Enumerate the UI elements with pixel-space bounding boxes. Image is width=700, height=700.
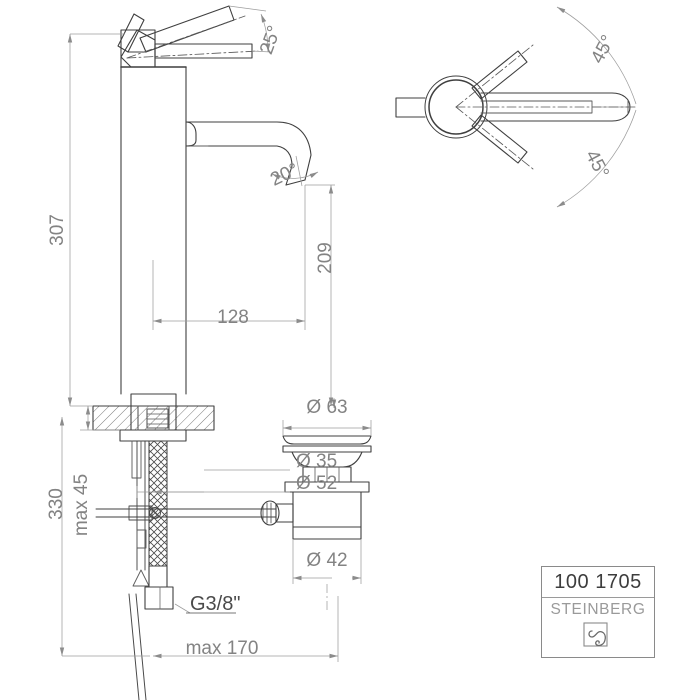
lever-hub-tilted	[117, 13, 145, 53]
spout-outlet-face	[285, 179, 306, 186]
dim-text-g38: G3/8"	[190, 593, 240, 615]
topview-centerlines	[455, 44, 637, 170]
flexible-hose	[148, 440, 168, 567]
faucet-outline-group	[92, 5, 637, 700]
dim-text-307: 307	[47, 214, 68, 246]
pullrod-sleeve	[131, 440, 142, 479]
washer-plate	[119, 429, 187, 442]
dim-text-d63: Ø 63	[306, 397, 347, 418]
shank-inner	[137, 405, 170, 431]
dim-25deg-ext-b	[251, 50, 272, 53]
lever-centerlines	[126, 15, 259, 59]
waste-slots	[314, 466, 340, 483]
spout-inner	[185, 145, 293, 186]
dim-g38-leader	[174, 603, 191, 614]
spout-root-fillet	[185, 121, 197, 147]
waste-base	[292, 526, 362, 540]
lever-cap-angled	[120, 29, 156, 68]
knuckle-ribs	[262, 502, 272, 524]
shank	[130, 405, 177, 431]
brand-name: STEINBERG	[550, 601, 646, 618]
dim-text-128: 128	[217, 307, 249, 328]
clamp-screw-cross	[150, 508, 160, 518]
waste-collar	[284, 481, 370, 493]
countertop-section	[92, 405, 215, 431]
lift-rod-clamp	[128, 505, 153, 521]
knuckle-ball	[260, 500, 280, 526]
dim-text-45deg-upper: 45°	[587, 32, 619, 67]
break-line-right	[135, 593, 147, 700]
waste-barrel	[292, 491, 362, 528]
dim-20deg-arc	[271, 171, 319, 180]
flange-neck	[130, 393, 177, 407]
dim-text-25deg: 25°	[256, 23, 286, 57]
lever-arm-tilted	[139, 5, 235, 53]
topview-spout-stub	[395, 97, 426, 118]
body-column	[120, 66, 187, 395]
pullrod-tip	[132, 569, 150, 587]
dim-45deg-upper-arc	[556, 6, 637, 105]
dimension-group	[59, 5, 637, 662]
topview-body-circle	[428, 79, 484, 135]
dim-text-max170: max 170	[186, 638, 259, 659]
dim-text-max45: max 45	[71, 474, 92, 536]
topview-lever-down45	[471, 114, 528, 164]
hose-ferrule	[148, 565, 168, 588]
dim-45deg-lower-arc	[556, 109, 637, 208]
clamp-screw	[149, 507, 161, 519]
nut-section	[146, 408, 169, 429]
waste-flange	[282, 445, 372, 453]
g38-connector	[144, 586, 174, 610]
article-number: 100 1705	[542, 567, 654, 598]
dim-text-d52: Ø 52	[296, 473, 337, 494]
lever-arm-horizontal	[154, 43, 253, 59]
dim-text-330: 330	[46, 488, 67, 520]
lift-rod	[95, 508, 277, 518]
dim-text-d35: Ø 35	[296, 451, 337, 472]
dim-text-45deg-lower: 45°	[581, 147, 613, 182]
title-block: 100 1705 STEINBERG	[541, 566, 655, 658]
dim-20deg-ext	[295, 155, 303, 187]
dim-text-209: 209	[315, 242, 336, 274]
knuckle-base	[275, 503, 294, 523]
dim-25deg-ext-a	[228, 5, 267, 12]
spout-outer	[185, 121, 312, 181]
dimension-text-group: 307 209 128 330 max 45 max 170 Ø 35 Ø 52…	[46, 23, 619, 659]
waste-grid-top	[282, 435, 372, 445]
topview-lever-up45	[471, 50, 528, 100]
pullrod	[136, 440, 146, 571]
pullrod-clip	[136, 529, 147, 549]
thread-lines	[146, 413, 169, 425]
dim-text-d42: Ø 42	[306, 550, 347, 571]
break-line-left	[128, 593, 140, 700]
dim-text-20deg: 20°	[267, 159, 302, 190]
dim-25deg-arc	[260, 13, 271, 53]
steinberg-s-logo	[580, 621, 616, 657]
